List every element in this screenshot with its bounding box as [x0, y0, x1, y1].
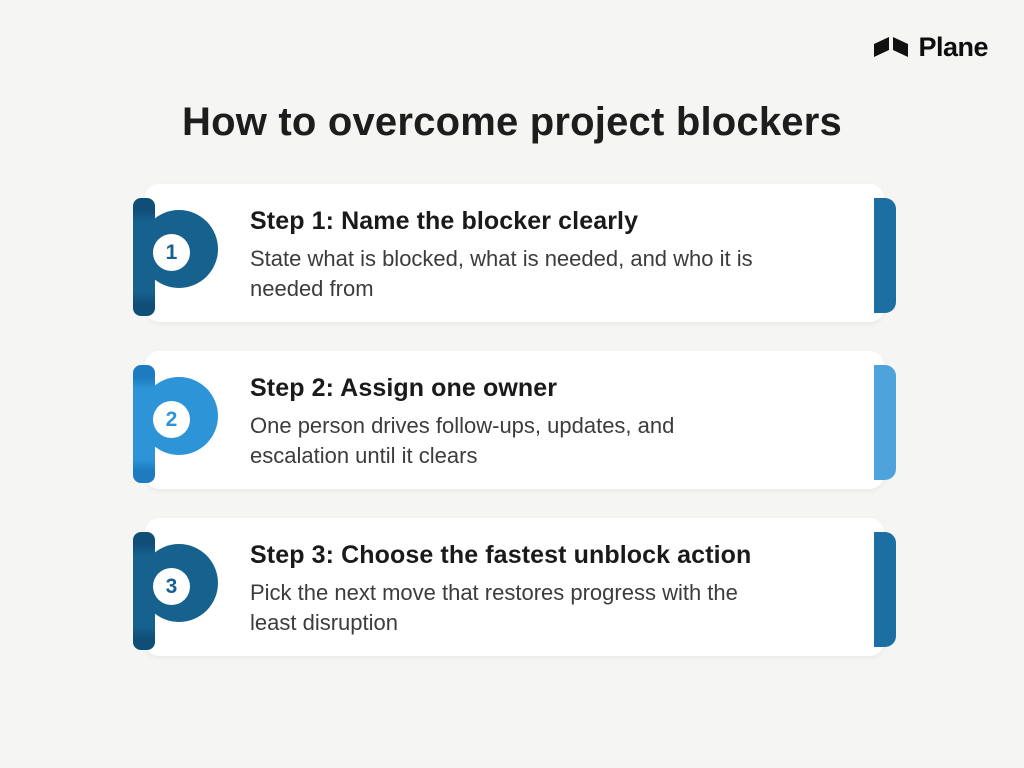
- step-1-content: Step 1: Name the blocker clearly State w…: [145, 184, 884, 304]
- step-card-3: 3 Step 3: Choose the fastest unblock act…: [133, 518, 896, 656]
- step-1-description: State what is blocked, what is needed, a…: [250, 246, 753, 301]
- step-1-accent-bar: [874, 198, 896, 313]
- step-3-content: Step 3: Choose the fastest unblock actio…: [145, 518, 884, 638]
- step-2-number-badge: 2: [153, 401, 190, 438]
- steps-list: 1 Step 1: Name the blocker clearly State…: [133, 184, 896, 656]
- step-1-title: Step 1: Name the blocker clearly: [250, 207, 639, 235]
- step-3-title: Step 3: Choose the fastest unblock actio…: [250, 541, 752, 569]
- step-2-content: Step 2: Assign one owner One person driv…: [145, 351, 884, 471]
- brand-name: Plane: [918, 32, 988, 62]
- step-2-title: Step 2: Assign one owner: [250, 374, 558, 402]
- step-3-description: Pick the next move that restores progres…: [250, 580, 738, 635]
- page-title: How to overcome project blockers: [182, 100, 842, 144]
- plane-logo-icon: [871, 33, 911, 63]
- step-1-number-badge: 1: [153, 234, 190, 271]
- step-2-accent-bar: [874, 365, 896, 480]
- step-3-number-badge: 3: [153, 568, 190, 605]
- step-card-2: 2 Step 2: Assign one owner One person dr…: [133, 351, 896, 489]
- step-card-1: 1 Step 1: Name the blocker clearly State…: [133, 184, 896, 322]
- step-3-accent-bar: [874, 532, 896, 647]
- brand-logo: Plane: [871, 32, 988, 63]
- step-2-description: One person drives follow-ups, updates, a…: [250, 413, 675, 468]
